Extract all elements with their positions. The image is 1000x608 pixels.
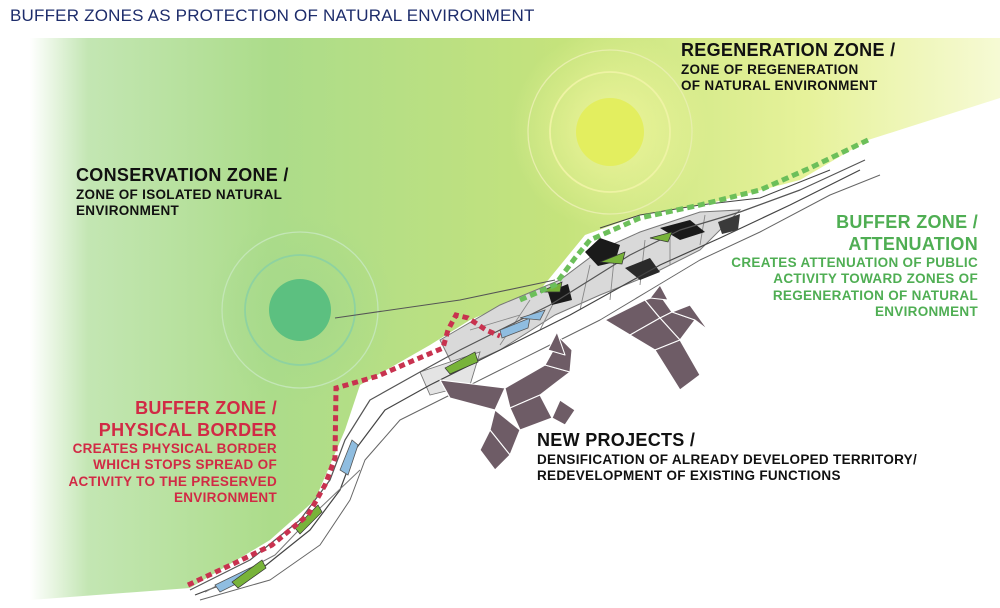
conservation-leader-line (334, 279, 556, 319)
physical-border-line-3: ACTIVITY TO THE PRESERVED (68, 473, 277, 489)
conservation-ring-outer (221, 231, 379, 389)
physical-border-line-1: CREATES PHYSICAL BORDER (72, 441, 277, 457)
new-projects-heading: NEW PROJECTS / (537, 430, 696, 450)
physical-border-line (186, 312, 501, 588)
physical-border-label: BUFFER ZONE / PHYSICAL BORDER CREATES PH… (68, 398, 277, 506)
regeneration-zone-heading: REGENERATION ZONE / (681, 40, 896, 60)
physical-border-heading-2: PHYSICAL BORDER (98, 419, 277, 440)
attenuation-line-4: ENVIRONMENT (874, 303, 978, 319)
regeneration-zone-label: REGENERATION ZONE / ZONE OF REGENERATION… (681, 40, 895, 94)
conservation-zone-line-2: ENVIRONMENT (76, 202, 180, 218)
attenuation-heading-2: ATTENUATION (848, 233, 978, 254)
attenuation-buffer-label: BUFFER ZONE / ATTENUATION CREATES ATTENU… (731, 212, 978, 320)
attenuation-heading-1: BUFFER ZONE / (836, 212, 978, 232)
new-projects-line-1: DENSIFICATION OF ALREADY DEVELOPED TERRI… (537, 451, 918, 467)
natural-land-area (30, 38, 1000, 600)
conservation-zone-label: CONSERVATION ZONE / ZONE OF ISOLATED NAT… (76, 165, 289, 219)
physical-border-line-4: ENVIRONMENT (173, 489, 277, 505)
attenuation-line-2: ACTIVITY TOWARD ZONES OF (773, 271, 978, 287)
physical-border-heading-1: BUFFER ZONE / (135, 398, 277, 418)
edge-strands (189, 159, 881, 601)
new-projects-label: NEW PROJECTS / DENSIFICATION OF ALREADY … (537, 430, 917, 484)
conservation-dot (269, 279, 331, 341)
conservation-zone-line-1: ZONE OF ISOLATED NATURAL (76, 186, 283, 202)
page-title: BUFFER ZONES AS PROTECTION OF NATURAL EN… (10, 6, 535, 25)
conservation-ring-inner (244, 254, 356, 366)
regeneration-ring-outer (527, 49, 693, 215)
attenuation-line-1: CREATES ATTENUATION OF PUBLIC (731, 255, 978, 271)
new-project-masses (439, 284, 709, 471)
attenuation-buffer-line (519, 137, 870, 303)
conservation-zone-heading: CONSERVATION ZONE / (76, 165, 289, 185)
attenuation-line-3: REGENERATION OF NATURAL (772, 287, 978, 303)
water-segments (214, 309, 546, 593)
regeneration-dot (576, 98, 644, 166)
new-projects-line-2: REDEVELOPMENT OF EXISTING FUNCTIONS (537, 467, 841, 483)
regeneration-zone-line-1: ZONE OF REGENERATION (681, 61, 859, 77)
regeneration-zone-line-2: OF NATURAL ENVIRONMENT (681, 77, 878, 93)
regeneration-ring-inner (549, 71, 671, 193)
physical-border-line-2: WHICH STOPS SPREAD OF (93, 457, 277, 473)
